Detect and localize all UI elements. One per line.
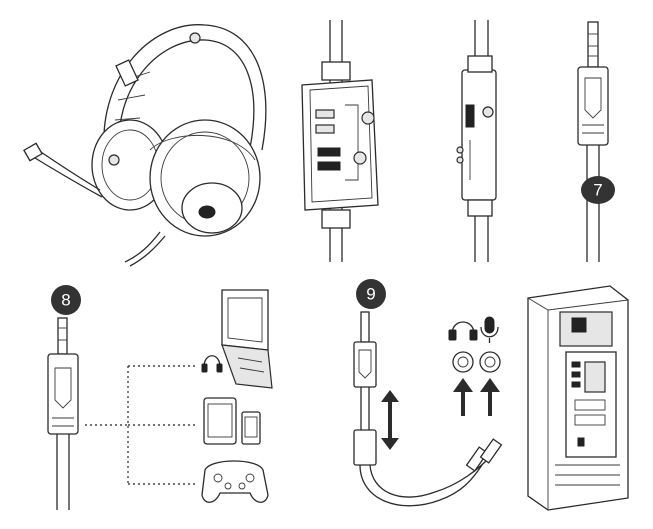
- badge-8: 8: [51, 285, 81, 315]
- pc-tower-illustration: [527, 285, 629, 511]
- inline-control-front: [301, 20, 379, 262]
- badge-7: 7: [581, 176, 615, 204]
- gamepad-icon: [201, 460, 269, 503]
- headset-illustration: [23, 24, 267, 267]
- jack-plug-illustration: [577, 21, 609, 262]
- microphone-icon: [480, 316, 499, 343]
- small-headphone-icon: [201, 355, 223, 373]
- headphone-icon: [448, 321, 478, 341]
- up-arrow-icon: [453, 378, 500, 416]
- splitter-cable: [353, 311, 503, 507]
- svg-text:8: 8: [61, 291, 70, 310]
- laptop-icon: [221, 289, 273, 389]
- inline-control-side: [456, 20, 497, 262]
- svg-text:9: 9: [366, 285, 375, 304]
- port-icons: [452, 351, 501, 373]
- tablet-phone-icon: [203, 397, 261, 445]
- vertical-double-arrow-icon: [381, 390, 399, 450]
- svg-text:7: 7: [593, 181, 602, 200]
- connection-lines: [85, 365, 198, 485]
- jack-plug-8: [47, 317, 79, 510]
- badge-9: 9: [356, 279, 386, 309]
